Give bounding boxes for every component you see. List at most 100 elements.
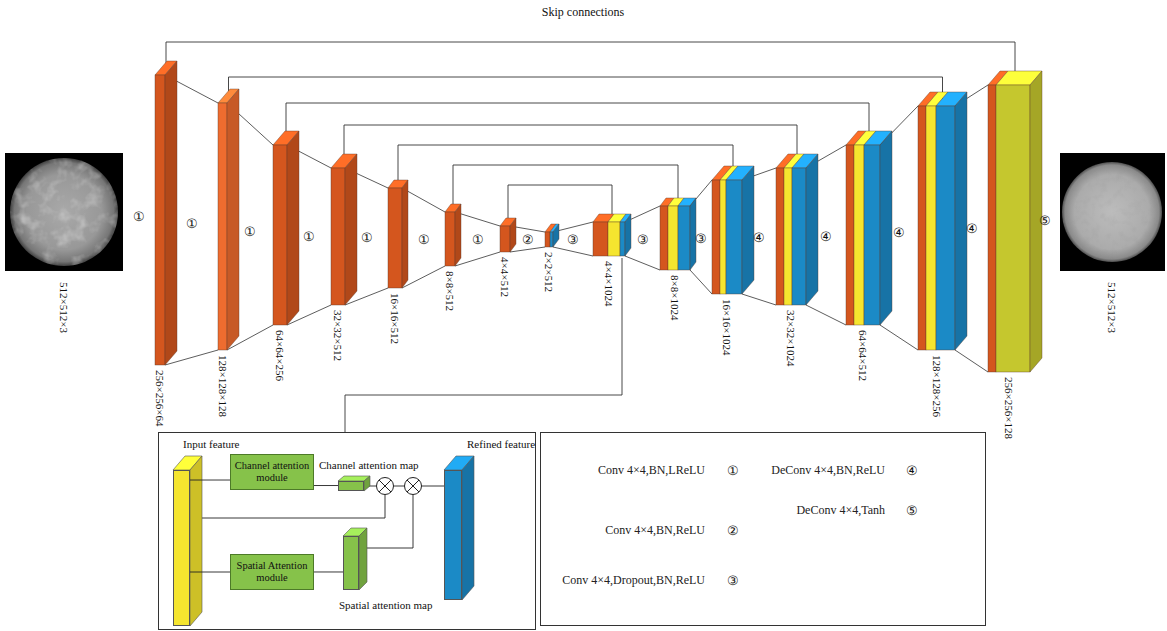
label-text: ④ bbox=[906, 463, 918, 478]
block-front-face bbox=[620, 222, 625, 256]
skip-connection-line bbox=[286, 103, 869, 138]
legend-frame bbox=[541, 433, 986, 626]
block-side-face bbox=[345, 154, 357, 305]
attention-module-box: Spatial Attention module bbox=[230, 554, 314, 590]
dimension-label: 4×4×512 bbox=[499, 257, 511, 297]
feature-map-slab: Spatial attention map bbox=[343, 536, 359, 590]
multiply-circle bbox=[377, 478, 394, 495]
skip-connection-line bbox=[229, 77, 943, 99]
legend-text: Conv 4×4,BN,LReLU bbox=[598, 463, 705, 477]
block-front-face bbox=[854, 145, 864, 325]
label-text: 128×128×256 bbox=[931, 355, 943, 417]
label-text: ③ bbox=[637, 231, 649, 246]
label-text: ④ bbox=[820, 228, 832, 243]
feature-map-slab: Channel attention map bbox=[338, 481, 364, 491]
label-text: Skip connections bbox=[542, 5, 624, 19]
block-front-face bbox=[660, 206, 668, 270]
label-text: ① bbox=[244, 223, 256, 238]
dimension-label: 64×64×512 bbox=[857, 330, 869, 381]
feature-map-slab: Refined feature bbox=[444, 470, 462, 600]
label-text: 4×4×512 bbox=[499, 257, 511, 297]
callout-number: ③ bbox=[567, 233, 579, 246]
label-text: 256×256×128 bbox=[1003, 377, 1015, 439]
block-side-face bbox=[287, 131, 299, 325]
feature-block bbox=[918, 92, 967, 350]
label-text: ① bbox=[133, 208, 145, 223]
callout-number: ④ bbox=[753, 230, 765, 243]
funnel-line bbox=[690, 270, 712, 294]
block-front-face bbox=[550, 232, 553, 247]
label-text: 256×256×64 bbox=[154, 370, 166, 426]
block-front-face bbox=[155, 75, 165, 365]
feature-block bbox=[388, 180, 408, 288]
block-front-face bbox=[926, 106, 936, 350]
label-text: 32×32×1024 bbox=[785, 310, 797, 366]
block-front-face bbox=[792, 168, 806, 305]
funnel-line bbox=[402, 188, 445, 212]
feature-block bbox=[712, 166, 754, 294]
feature-block bbox=[545, 224, 559, 247]
skip-connection-line bbox=[398, 145, 733, 184]
dimension-label: 128×128×128 bbox=[216, 355, 228, 417]
multiply-cross bbox=[407, 480, 419, 492]
legend-entry: DeConv 4×4,Tanh bbox=[796, 503, 885, 517]
block-front-face bbox=[500, 226, 510, 252]
feature-block bbox=[776, 154, 818, 305]
block-side-face bbox=[165, 61, 177, 365]
node-label: Spatial Attention module bbox=[234, 560, 310, 584]
legend-entry: Conv 4×4,Dropout,BN,ReLU bbox=[562, 573, 705, 587]
callout-number: ④ bbox=[966, 222, 978, 235]
dimension-label: 256×256×64 bbox=[154, 370, 166, 426]
slab-faces bbox=[173, 456, 474, 626]
label-text: 16×16×1024 bbox=[721, 299, 733, 355]
callout-number: ③ bbox=[727, 574, 739, 587]
funnel-line bbox=[625, 256, 660, 270]
connector-line bbox=[314, 485, 338, 486]
legend-entry: DeConv 4×4,BN,ReLU bbox=[771, 463, 885, 477]
callout-number: ④ bbox=[906, 464, 918, 477]
label-text: 512×512×3 bbox=[58, 282, 70, 333]
legend-entry: Conv 4×4,BN,ReLU bbox=[605, 523, 705, 537]
label-text: 8×8×512 bbox=[444, 271, 456, 311]
connector-line bbox=[190, 480, 230, 481]
block-front-face bbox=[936, 106, 955, 350]
block-front-face bbox=[988, 85, 996, 372]
block-front-face bbox=[218, 103, 227, 350]
dimension-label: 64×64×256 bbox=[274, 330, 286, 381]
sun-texture bbox=[1062, 162, 1162, 262]
connector-line bbox=[190, 572, 230, 573]
dimension-label: 32×32×512 bbox=[332, 310, 344, 361]
dimension-label: 16×16×1024 bbox=[721, 299, 733, 355]
legend-text: Conv 4×4,Dropout,BN,ReLU bbox=[562, 573, 705, 587]
block-side-face bbox=[553, 224, 559, 247]
feature-block bbox=[273, 131, 299, 325]
skip-connection-line bbox=[344, 125, 797, 161]
dimension-label: 2×2×512 bbox=[543, 252, 555, 292]
node-label: Channel attention map bbox=[319, 459, 419, 471]
callout-number: ③ bbox=[695, 231, 707, 244]
callout-number: ① bbox=[472, 233, 484, 246]
funnel-line bbox=[742, 294, 776, 305]
label-text: ⑤ bbox=[1039, 212, 1051, 227]
skip-connection-line bbox=[166, 42, 1015, 78]
slab-side-face bbox=[462, 456, 474, 600]
label-text: ② bbox=[522, 232, 534, 247]
slab-side-face bbox=[359, 528, 367, 590]
block-front-face bbox=[726, 180, 742, 294]
funnel-line bbox=[455, 212, 500, 226]
sun-disk bbox=[1062, 162, 1162, 262]
callout-number: ① bbox=[186, 217, 198, 230]
label-text: ④ bbox=[893, 224, 905, 239]
leader-line bbox=[345, 258, 622, 432]
label-text: ① bbox=[186, 216, 198, 231]
label-text: 32×32×512 bbox=[332, 310, 344, 361]
block-side-face bbox=[880, 131, 892, 325]
block-front-face bbox=[331, 168, 345, 305]
block-side-face bbox=[455, 204, 461, 266]
connector-line bbox=[314, 571, 343, 572]
legend-entry: Conv 4×4,BN,LReLU bbox=[598, 463, 705, 477]
multiply-symbol bbox=[377, 478, 394, 495]
block-side-face bbox=[510, 218, 516, 252]
callout-number: ① bbox=[133, 209, 145, 222]
attention-module-box: Channel attention module bbox=[230, 454, 314, 490]
